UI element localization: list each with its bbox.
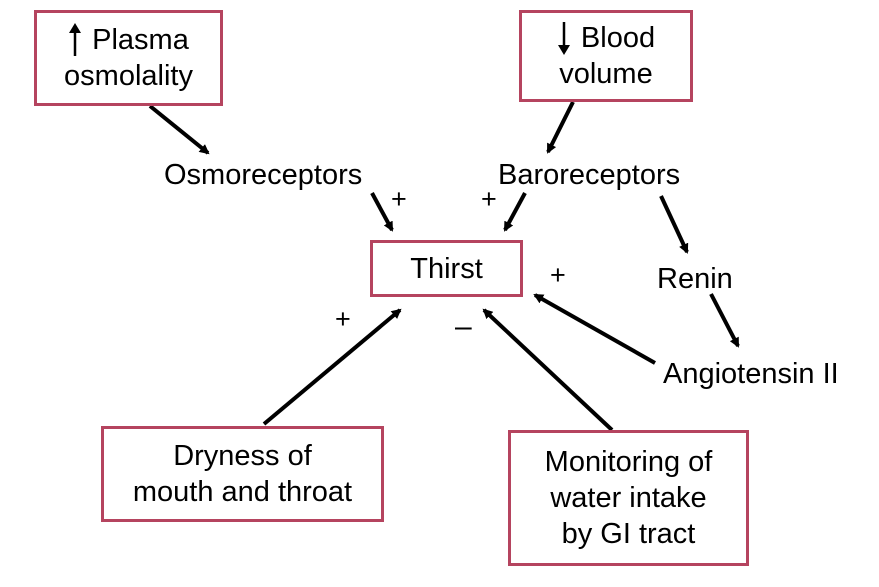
osmoreceptors-label: Osmoreceptors xyxy=(164,159,363,191)
arrow-blood-volume-to-baroreceptors xyxy=(546,101,575,154)
thirst-label: Thirst xyxy=(410,252,483,285)
blood-volume-line2: volume xyxy=(559,58,653,90)
arrow-dryness-to-thirst xyxy=(262,308,402,426)
angiotensin-sign: + xyxy=(550,260,566,290)
arrow-monitoring-to-thirst xyxy=(482,308,614,432)
down-arrow-icon xyxy=(557,22,570,55)
arrow-baroreceptors-to-renin xyxy=(659,195,689,254)
plasma-osmolality-line1: Plasma xyxy=(92,24,189,56)
renin-label: Renin xyxy=(657,263,733,295)
arrow-baroreceptors-to-thirst xyxy=(503,192,527,232)
monitoring-line2: water intake xyxy=(550,482,707,514)
dryness-line2: mouth and throat xyxy=(132,476,353,508)
dryness-sign: + xyxy=(335,304,351,334)
monitoring-box: Monitoring of water intake by GI tract xyxy=(508,430,749,566)
osmoreceptors-sign: + xyxy=(391,184,407,214)
arrow-osmoreceptors-to-thirst xyxy=(370,192,394,232)
monitoring-line3: by GI tract xyxy=(561,518,696,550)
dryness-line1: Dryness of xyxy=(173,440,312,472)
baroreceptors-label: Baroreceptors xyxy=(498,159,681,191)
angiotensin-label: Angiotensin II xyxy=(663,358,839,390)
arrow-angiotensin-to-thirst xyxy=(533,293,656,365)
blood-volume-line1: Blood xyxy=(580,22,656,54)
arrow-plasma-to-osmoreceptors xyxy=(148,104,210,155)
baroreceptors-sign: + xyxy=(481,184,497,214)
plasma-osmolality-line2: osmolality xyxy=(64,60,193,92)
monitoring-sign: – xyxy=(455,310,472,343)
thirst-box: Thirst xyxy=(370,240,523,297)
up-arrow-icon xyxy=(69,23,82,56)
blood-volume-box: Blood volume xyxy=(519,10,693,102)
monitoring-line1: Monitoring of xyxy=(544,446,713,478)
arrow-renin-to-angiotensin xyxy=(709,293,740,348)
plasma-osmolality-box: Plasma osmolality xyxy=(34,10,223,106)
dryness-box: Dryness of mouth and throat xyxy=(101,426,384,522)
